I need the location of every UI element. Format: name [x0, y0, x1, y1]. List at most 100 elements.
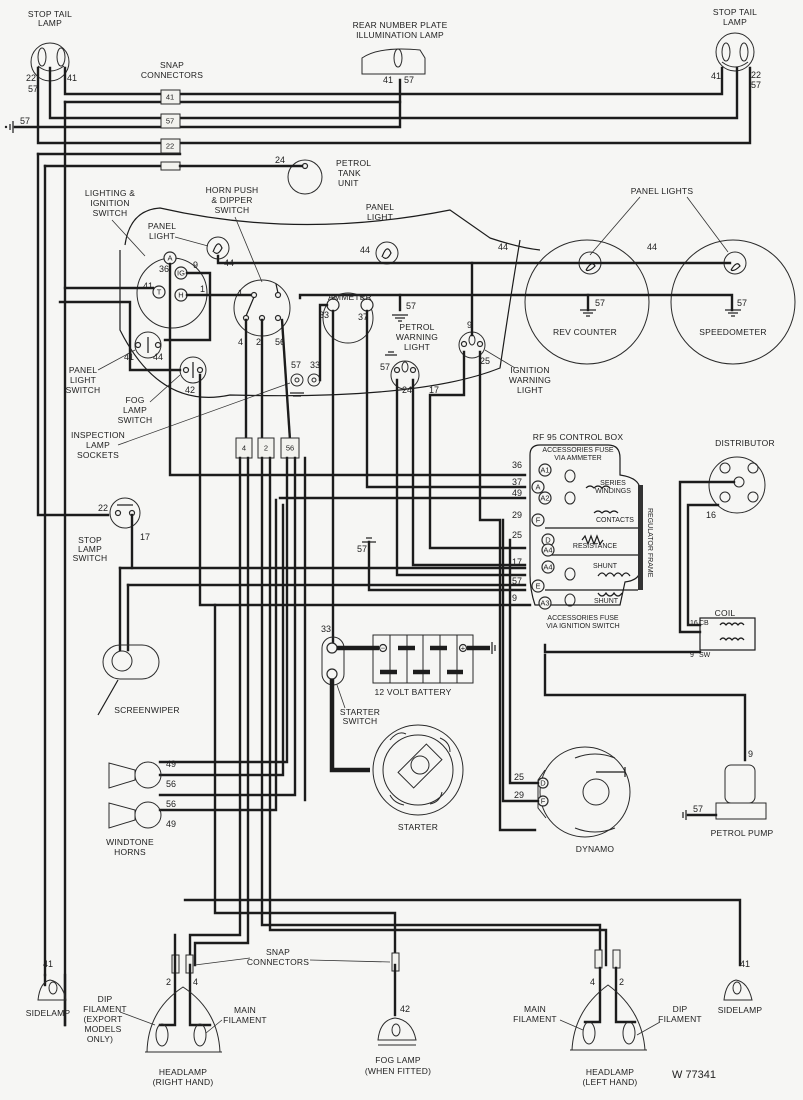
wire-label: 4	[590, 977, 595, 987]
stop-tail-lamp-left-label: STOP TAIL	[28, 9, 72, 19]
main-filament-label-2: FILAMENT	[513, 1014, 557, 1024]
wire-label: 24	[275, 155, 285, 165]
terminal-ig: IG	[177, 269, 185, 278]
headlamp-right-label-2: (RIGHT HAND)	[153, 1077, 214, 1087]
dynamo: D F 25 29 DYNAMO	[501, 518, 631, 854]
wire-label: 57	[693, 804, 703, 814]
panel-light-switch-label: PANEL	[69, 365, 97, 375]
starter-switch-label: STARTER	[340, 707, 380, 717]
control-box-terminal	[538, 596, 552, 610]
windtone-horns-label-2: HORNS	[114, 847, 146, 857]
rev-counter-label: REV COUNTER	[553, 327, 617, 337]
fog-lamp-label: FOG LAMP	[375, 1055, 421, 1065]
wire-label: 9	[467, 320, 472, 330]
battery-label: 12 VOLT BATTERY	[374, 687, 451, 697]
earth-icon	[290, 392, 304, 397]
control-box-terminal-label: F	[536, 516, 541, 525]
stop-lamp-switch-label-3: SWITCH	[73, 553, 108, 563]
stop-tail-lamp-left: STOP TAIL LAMP 22 57 41	[26, 9, 77, 94]
panel-light-switch: 41 44 PANEL LIGHT SWITCH	[66, 331, 163, 395]
snap-connector-22: 22	[166, 142, 174, 151]
dynamo-terminal-d: D	[540, 779, 546, 788]
headlamp-left-label: HEADLAMP	[586, 1067, 634, 1077]
control-box-terminal-label: A2	[540, 494, 549, 503]
stop-lamp-switch: 22 17 STOP LAMP SWITCH	[73, 497, 150, 570]
control-box-terminal-label: A4	[543, 546, 552, 555]
wire-label: 44	[498, 242, 508, 252]
starter-switch-label-2: SWITCH	[343, 716, 378, 726]
fog-lamp-switch-label-3: SWITCH	[118, 415, 153, 425]
wire-label: 2	[256, 337, 261, 347]
wire-label: 57	[380, 362, 390, 372]
stop-tail-lamp-right: STOP TAIL LAMP 41 22 57	[711, 7, 761, 90]
starter-switch: 33 STARTER SWITCH	[321, 624, 380, 773]
series-windings-label-2: WINDINGS	[595, 488, 631, 495]
panel-lights-gauges: PANEL LIGHTS 44 44 REV COUNTER SPEEDOMET…	[498, 186, 796, 365]
dynamo-terminal-f: F	[541, 797, 546, 806]
ammeter: AMMETER 33 37 57	[319, 292, 416, 344]
panel-light-label: PANEL	[148, 221, 176, 231]
stop-lamp-switch-label-2: LAMP	[78, 544, 102, 554]
wire-label: 57	[357, 544, 367, 554]
dip-filament-label-2: FILAMENT	[658, 1014, 702, 1024]
wire-label: 49	[512, 488, 522, 498]
main-filament-label: MAIN	[234, 1005, 256, 1015]
sidelamp-left-label: SIDELAMP	[26, 1008, 71, 1018]
wire-label: 57	[512, 576, 522, 586]
wire-label: 56	[166, 779, 176, 789]
coil-label: COIL	[715, 608, 736, 618]
harness-boxes: 4 2 56	[235, 437, 300, 459]
headlamp-right: 2 4 DIP FILAMENT (EXPORT MODELS ONLY) MA…	[83, 933, 267, 1087]
starter-label: STARTER	[398, 822, 438, 832]
drawing-number: W 77341	[672, 1069, 716, 1081]
wire-label: 41	[43, 959, 53, 969]
wire-label: 56	[166, 799, 176, 809]
wire-label: 25	[514, 772, 524, 782]
petrol-tank-unit-label-2: TANK	[338, 168, 361, 178]
lighting-ignition-switch-label-3: SWITCH	[93, 208, 128, 218]
snap-connectors-label-2: CONNECTORS	[141, 70, 203, 80]
starter: STARTER	[372, 724, 464, 832]
windtone-horns-label: WINDTONE	[106, 837, 154, 847]
petrol-pump-label: PETROL PUMP	[711, 828, 774, 838]
wire-label: 2	[619, 977, 624, 987]
terminal-h: H	[178, 291, 183, 300]
stop-tail-lamp-left-label-2: LAMP	[38, 18, 62, 28]
wire-label: 9	[193, 260, 198, 270]
dip-filament-label: DIP	[673, 1004, 688, 1014]
wire-label: 42	[400, 1004, 410, 1014]
stop-tail-lamp-right-label-2: LAMP	[723, 17, 747, 27]
control-box-terminal-label: E	[535, 582, 540, 591]
wire-label: 1	[200, 284, 205, 294]
speedometer-label: SPEEDOMETER	[699, 327, 766, 337]
fog-lamp-switch-label-2: LAMP	[123, 405, 147, 415]
inspection-lamp-sockets-label: INSPECTION	[71, 430, 125, 440]
petrol-tank-unit-label-3: UNIT	[338, 178, 359, 188]
wire-label: 57	[28, 84, 38, 94]
petrol-warning-light: PETROL WARNING LIGHT 57 24 17	[380, 322, 439, 395]
wire-label: 42	[185, 385, 195, 395]
wire-label: 17	[429, 385, 439, 395]
wire-label: 57	[595, 298, 605, 308]
petrol-warning-light-label-3: LIGHT	[404, 342, 430, 352]
sidelamp-right: 41 SIDELAMP	[718, 959, 763, 1015]
wire-label: 41	[67, 73, 77, 83]
distributor-label: DISTRIBUTOR	[715, 438, 775, 448]
earth-symbol-57: 57	[4, 116, 30, 133]
wire-label: 56	[275, 337, 285, 347]
panel-light-label-2: LIGHT	[149, 231, 175, 241]
wire-label: 37	[358, 312, 368, 322]
panel-light-left: PANEL LIGHT 44	[148, 221, 234, 268]
dip-filament-label-3: (EXPORT	[83, 1014, 122, 1024]
wire-label: 16	[690, 620, 698, 627]
wire-label: 9	[748, 749, 753, 759]
terminal-a: A	[167, 254, 172, 263]
main-filament-label-2: FILAMENT	[223, 1015, 267, 1025]
control-box-terminal-label: A1	[540, 466, 549, 475]
wire-label: 17	[512, 557, 522, 567]
inspection-lamp-sockets-label-3: SOCKETS	[77, 450, 119, 460]
wire-label: 25	[512, 530, 522, 540]
panel-light-center: PANEL LIGHT 44	[360, 202, 399, 265]
control-box-terminal	[541, 543, 555, 557]
